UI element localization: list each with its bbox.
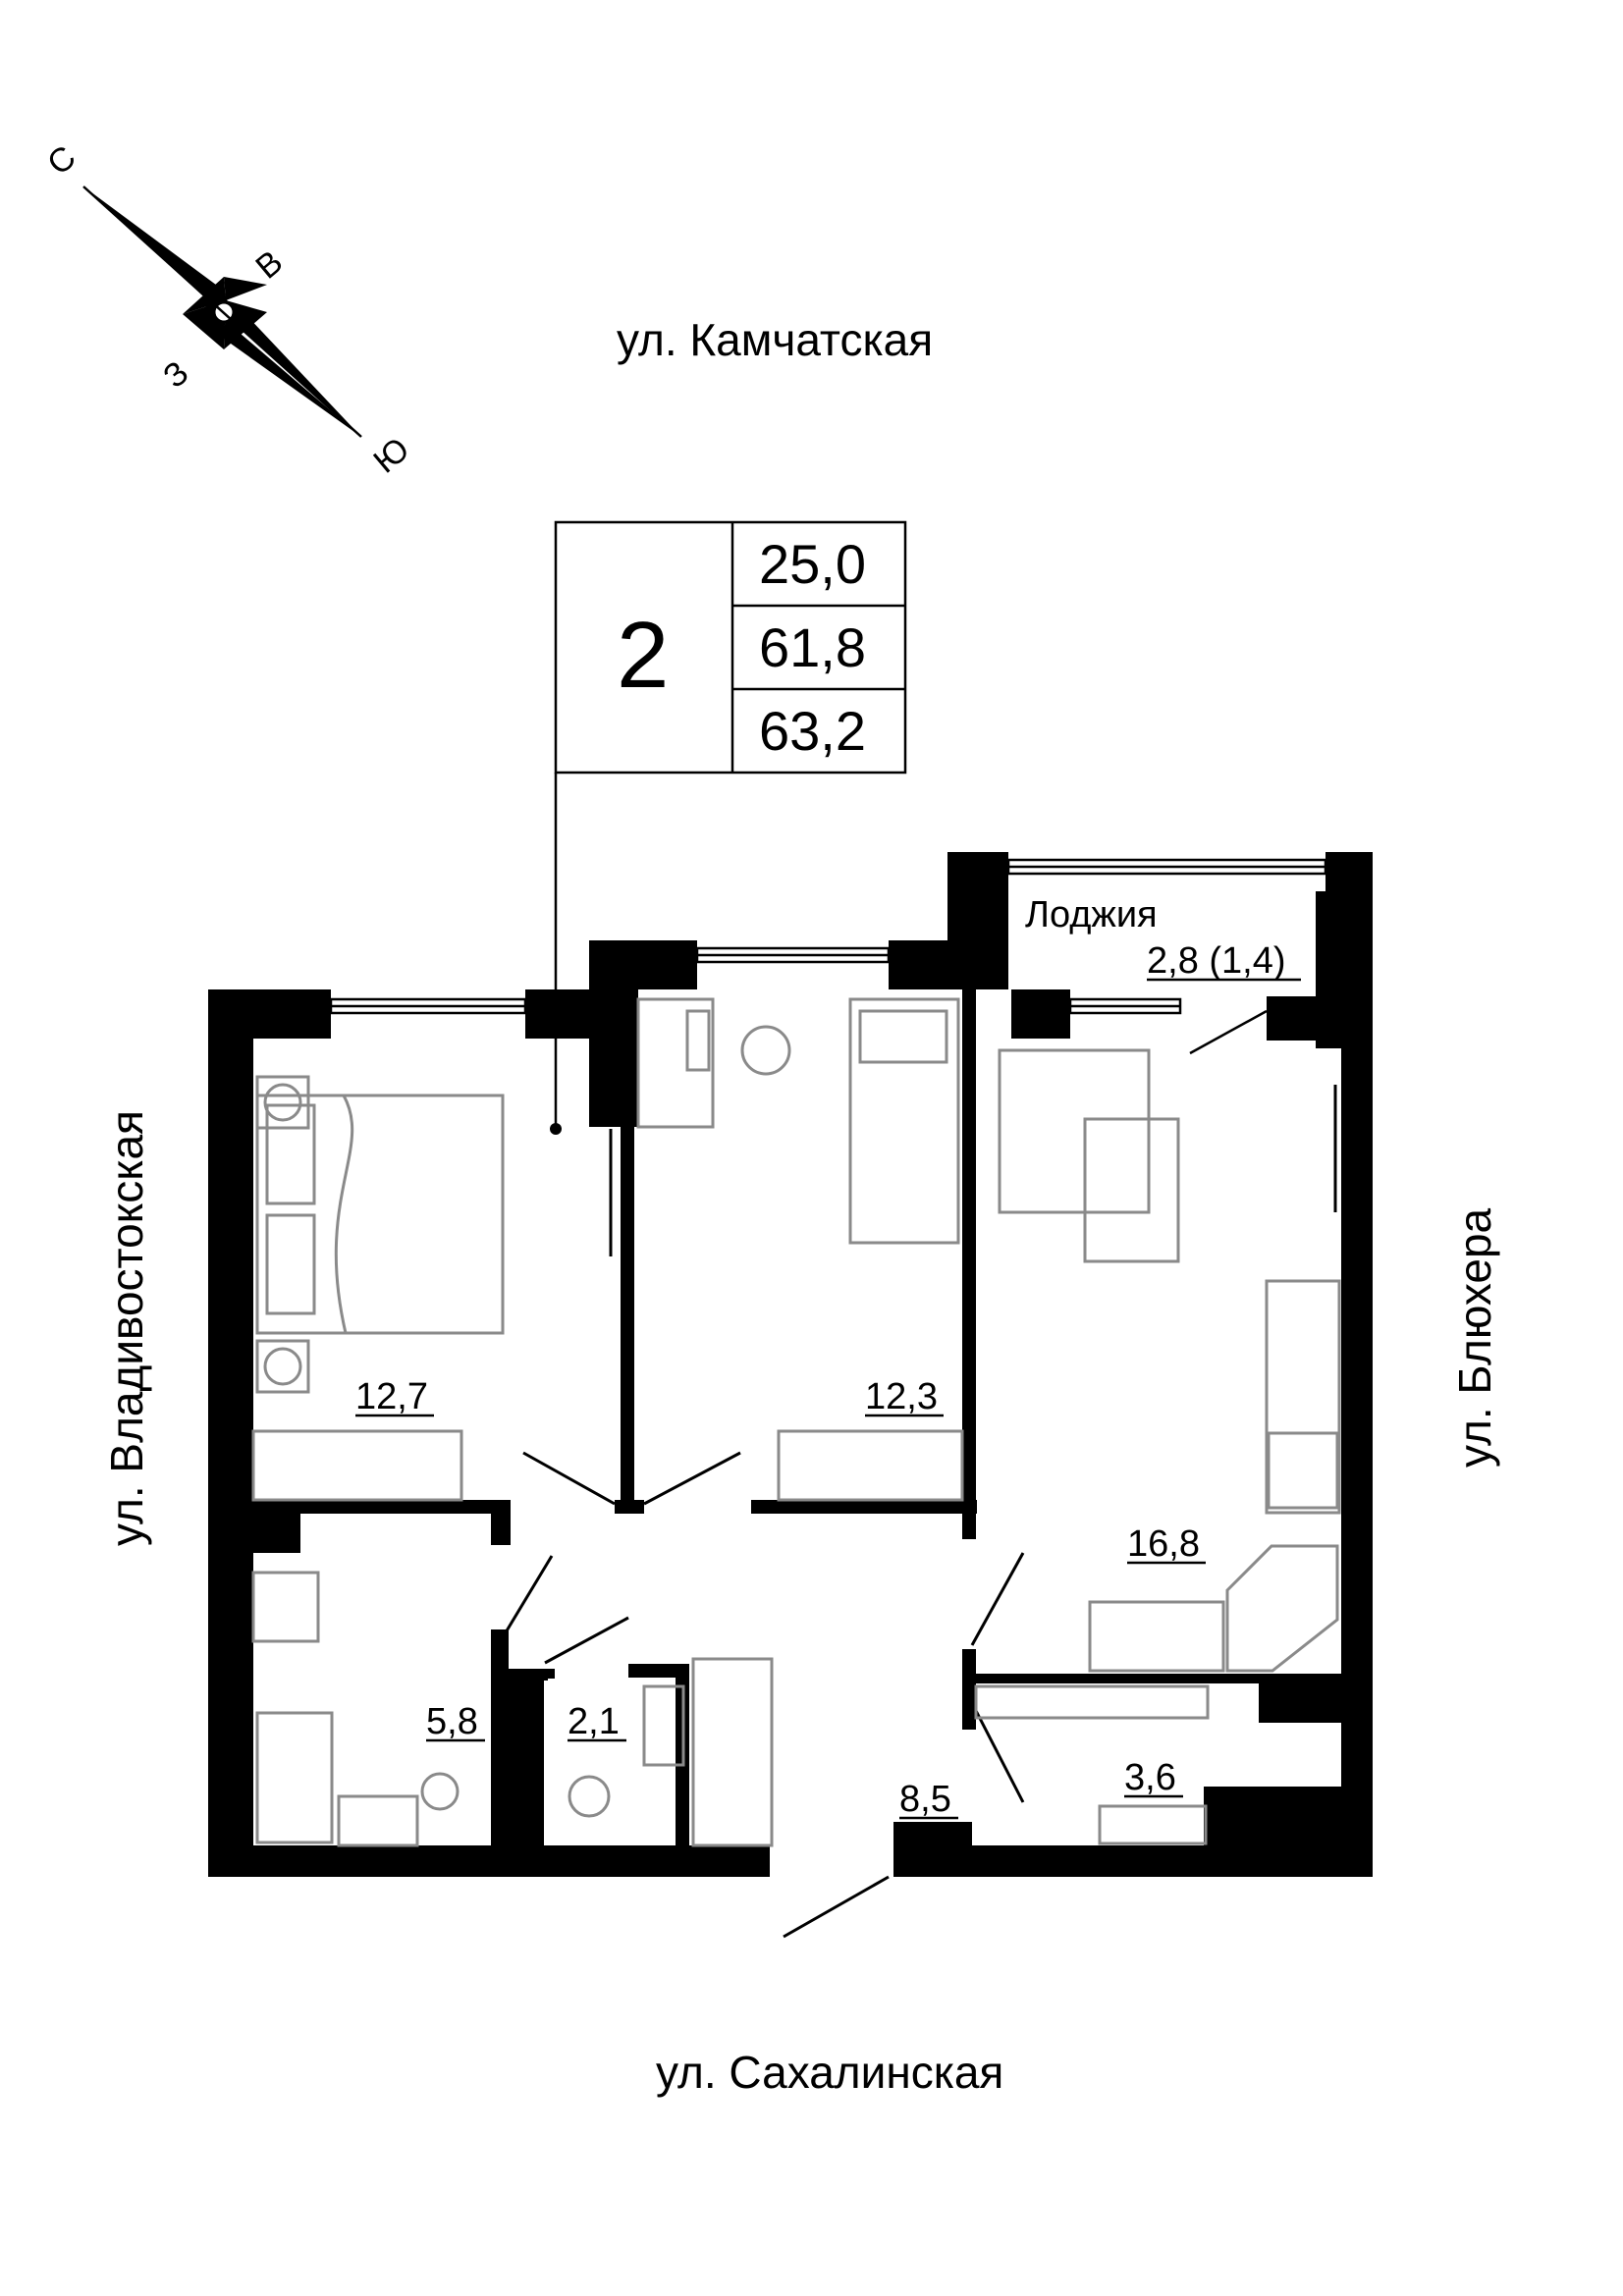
total-area-with-loggia-value: 63,2 <box>759 700 866 762</box>
walls <box>208 852 1373 1877</box>
compass-east-label: В <box>248 243 290 287</box>
furniture <box>251 997 1341 1847</box>
apartment-summary-box: 2 25,0 61,8 63,2 <box>550 520 907 1135</box>
storage-area: 3,6 <box>1124 1757 1176 1798</box>
wc-area: 2,1 <box>568 1701 620 1742</box>
street-north-label: ул. Камчатская <box>617 314 933 365</box>
loggia-area: 2,8 (1,4) <box>1147 940 1286 982</box>
windows <box>329 858 1327 1015</box>
bathroom-area: 5,8 <box>426 1701 478 1742</box>
doors <box>501 1009 1337 1939</box>
compass-south-label: Ю <box>366 430 416 480</box>
loggia-label: Лоджия <box>1025 894 1158 935</box>
hall-area: 8,5 <box>899 1779 951 1820</box>
street-east-label: ул. Блюхера <box>1449 1207 1500 1468</box>
living-area-value: 25,0 <box>759 533 866 595</box>
compass-north-label: С <box>40 138 82 183</box>
total-area-value: 61,8 <box>759 616 866 678</box>
compass-west-label: З <box>156 354 195 396</box>
street-south-label: ул. Сахалинская <box>656 2047 1003 2098</box>
bedroom-1-area: 12,7 <box>355 1376 428 1417</box>
bedroom-2-area: 12,3 <box>865 1376 938 1417</box>
street-west-label: ул. Владивостокская <box>101 1110 152 1546</box>
room-count: 2 <box>617 603 669 708</box>
kitchen-living-area: 16,8 <box>1127 1523 1200 1565</box>
compass-rose: С В З Ю <box>40 138 416 481</box>
